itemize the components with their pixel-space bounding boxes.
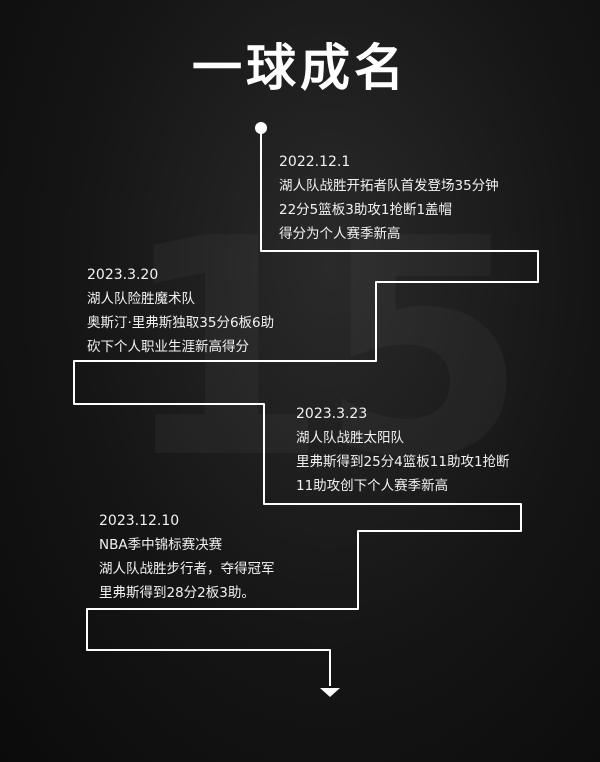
entry-line: 砍下个人职业生涯新高得分 <box>87 339 249 355</box>
entry-line: 湖人队战胜太阳队 <box>296 430 404 446</box>
entry-date: 2023.12.10 <box>99 513 180 529</box>
entry-date: 2022.12.1 <box>279 154 351 170</box>
timeline-entry-4: 2023.12.10 NBA季中锦标赛决赛 湖人队战胜步行者，夺得冠军 里弗斯得… <box>99 509 275 605</box>
entry-line: 湖人队战胜步行者，夺得冠军 <box>99 561 275 577</box>
timeline-entry-1: 2022.12.1 湖人队战胜开拓者队首发登场35分钟 22分5篮板3助攻1抢断… <box>279 150 499 246</box>
entry-line: 11助攻创下个人赛季新高 <box>296 478 449 494</box>
entry-line: NBA季中锦标赛决赛 <box>99 537 223 553</box>
timeline-line <box>73 128 539 686</box>
entry-line: 里弗斯得到28分2板3助。 <box>99 585 255 601</box>
timeline-entry-3: 2023.3.23 湖人队战胜太阳队 里弗斯得到25分4篮板11助攻1抢断 11… <box>296 402 510 498</box>
arrow-down-icon <box>320 688 340 697</box>
entry-date: 2023.3.23 <box>296 406 368 422</box>
entry-line: 湖人队战胜开拓者队首发登场35分钟 <box>279 178 499 194</box>
timeline-entry-2: 2023.3.20 湖人队险胜魔术队 奥斯汀·里弗斯独取35分6板6助 砍下个人… <box>87 263 274 359</box>
entry-line: 里弗斯得到25分4篮板11助攻1抢断 <box>296 454 510 470</box>
page-title: 一球成名 <box>192 39 408 97</box>
entry-date: 2023.3.20 <box>87 267 159 283</box>
entry-line: 奥斯汀·里弗斯独取35分6板6助 <box>87 315 275 331</box>
timeline-start-dot <box>255 122 267 134</box>
entry-line: 湖人队险胜魔术队 <box>87 291 195 307</box>
entry-line: 22分5篮板3助攻1抢断1盖帽 <box>279 202 453 218</box>
entry-line: 得分为个人赛季新高 <box>279 226 401 242</box>
